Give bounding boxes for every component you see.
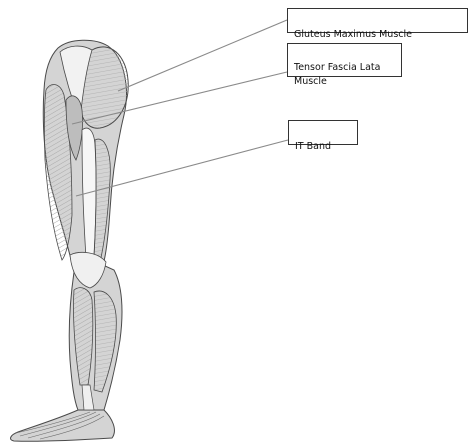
label-tensor-fascia-lata: Tensor Fascia Lata Muscle	[287, 43, 402, 77]
label-it-band: IT Band	[288, 120, 358, 145]
label-gluteus-maximus-text: Gluteus Maximus Muscle	[294, 29, 412, 40]
leader-line-gluteus	[118, 20, 287, 91]
vastus-lateralis-shape	[94, 139, 110, 262]
label-it-band-text: IT Band	[295, 141, 331, 152]
label-gluteus-maximus: Gluteus Maximus Muscle	[287, 8, 468, 33]
